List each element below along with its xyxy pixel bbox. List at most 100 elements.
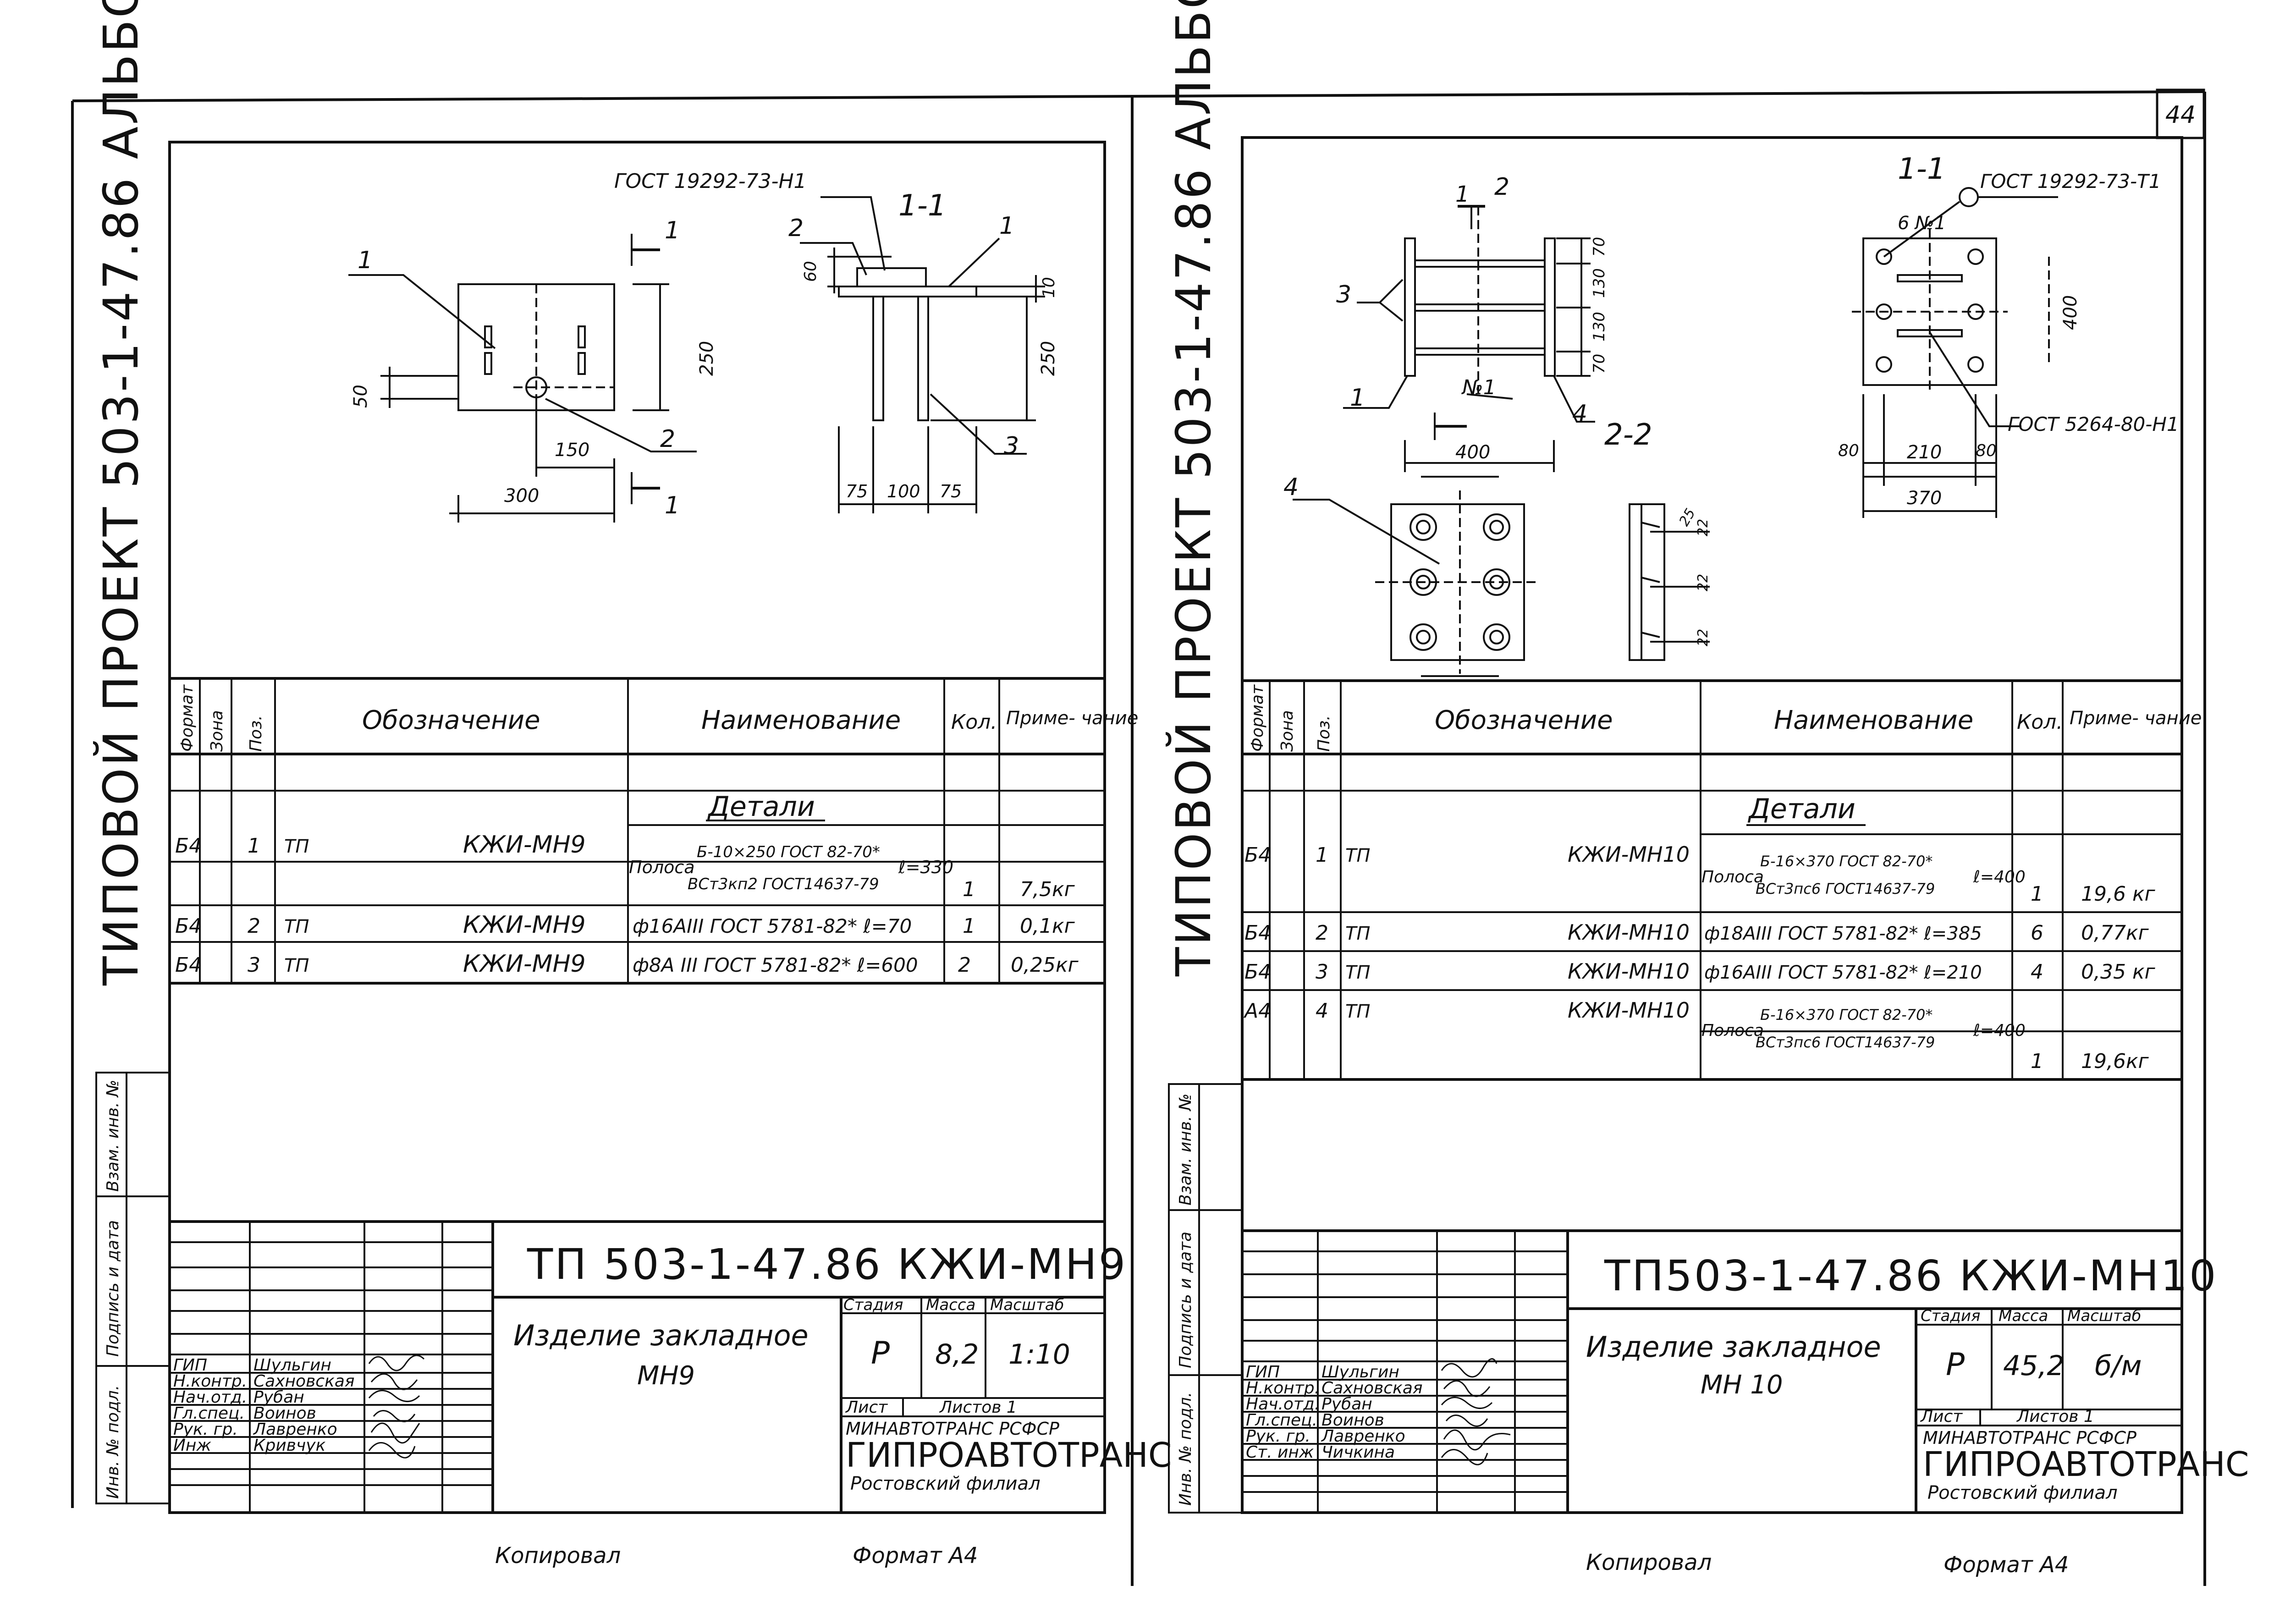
left-handwritten-signatures bbox=[368, 1354, 425, 1459]
text-sheets-0-spec_rows-0-length: ℓ=330 bbox=[898, 857, 953, 877]
right-doc-code: ТП503-1-47.86 КЖИ-МН10 bbox=[1604, 1251, 2218, 1300]
text-sheets-1-spec_rows-1-qty: 6 bbox=[2031, 921, 2043, 945]
left-dim-50: 50 bbox=[350, 385, 371, 408]
right-title-line1: Изделие закладное bbox=[1586, 1330, 1881, 1364]
left-spec-row-3: Б4 3 ТП КЖИ-МН9 ф8А III ГОСТ 5781-82* ℓ=… bbox=[175, 950, 1079, 978]
text-sheets-1-spec_rows-0-pos: 1 bbox=[1316, 843, 1328, 867]
left-sheets-label: Листов 1 bbox=[939, 1398, 1017, 1417]
left-th-pos: Поз. bbox=[247, 715, 265, 752]
left-spec-row-1: Б4 1 ТП КЖИ-МН9 Полоса Б-10×250 ГОСТ 82-… bbox=[175, 831, 1075, 901]
text-sheets-0-title_block-roles-5: Инж bbox=[173, 1436, 211, 1455]
right-handwritten-signatures bbox=[1441, 1358, 1511, 1465]
left-sheet: ТИПОВОЙ ПРОЕКТ 503-1-47.86 АЛЬБОМ III Вз… bbox=[71, 0, 1172, 1586]
text-sheets-1-spec_rows-3-note: 19,6кг bbox=[2081, 1050, 2149, 1073]
left-th-name: Наименование bbox=[701, 705, 901, 735]
left-title-line1: Изделие закладное bbox=[513, 1319, 809, 1352]
right-spec-row-2: Б4 2 ТП КЖИ-МН10 ф18АIII ГОСТ 5781-82* ℓ… bbox=[1244, 920, 2149, 945]
text-sheets-0-title_block-names-3: Воинов bbox=[253, 1404, 316, 1423]
left-scale: 1:10 bbox=[1008, 1338, 1070, 1371]
right-weld-top: 6 №1 bbox=[1898, 213, 1946, 234]
right-dim-22c: 22 bbox=[1695, 629, 1711, 646]
left-dim-150: 150 bbox=[555, 440, 589, 461]
text-sheets-1-spec_rows-2-note: 0,35 кг bbox=[2081, 960, 2156, 984]
left-dim-10: 10 bbox=[1040, 277, 1058, 298]
text-sheets-1-title_block-roles-2: Нач.отд. bbox=[1246, 1395, 1320, 1414]
left-stage-label: Стадия bbox=[843, 1296, 903, 1314]
right-title-block-grid bbox=[1242, 1229, 2182, 1513]
text-sheets-1-spec_rows-1-format: Б4 bbox=[1244, 921, 1271, 945]
text-sheets-0-spec_rows-0-code: КЖИ-МН9 bbox=[463, 831, 586, 859]
right-spec-row-1: Б4 1 ТП КЖИ-МН10 Полоса Б-16×370 ГОСТ 82… bbox=[1244, 842, 2156, 906]
right-side-label-replace: Взам. инв. № bbox=[1176, 1094, 1195, 1206]
text-sheets-0-spec_rows-0-name_prefix: Полоса bbox=[629, 857, 695, 877]
text-sheets-0-spec_rows-2-note: 0,25кг bbox=[1011, 953, 1079, 977]
text-sheets-0-spec_rows-2-format: Б4 bbox=[175, 953, 202, 977]
left-sec-pos2: 2 bbox=[788, 215, 804, 242]
text-sheets-0-title_block-roles-0: ГИП bbox=[173, 1356, 207, 1375]
text-sheets-1-title_block-names-1: Сахновская bbox=[1321, 1379, 1423, 1398]
left-dim-75b: 75 bbox=[940, 481, 962, 501]
text-sheets-1-spec_rows-3-name_prefix: Полоса bbox=[1701, 1021, 1764, 1040]
left-spec-section: Детали bbox=[707, 791, 815, 823]
left-pos2-plan: 2 bbox=[660, 425, 675, 453]
text-sheets-1-spec_rows-0-format: Б4 bbox=[1244, 843, 1271, 867]
right-signature-names: Шульгин Сахновская Рубан Воинов Лавренко… bbox=[1321, 1363, 1423, 1462]
left-label-gost-top: ГОСТ 19292-73-Н1 bbox=[614, 170, 807, 193]
left-dim-300: 300 bbox=[504, 485, 539, 506]
left-plan-view bbox=[348, 234, 697, 523]
text-sheets-1-spec_rows-1-code: КЖИ-МН10 bbox=[1568, 920, 1690, 945]
right-gost-top: ГОСТ 19292-73-Т1 bbox=[1980, 170, 2161, 193]
left-th-qty: Кол. bbox=[951, 710, 997, 734]
text-sheets-0-spec_rows-2-qty: 2 bbox=[958, 953, 971, 977]
right-th-format: Формат bbox=[1248, 684, 1267, 752]
left-title-line2: МН9 bbox=[637, 1361, 695, 1391]
right-side-stamp: Взам. инв. № Подпись и дата Инв. № подл. bbox=[1168, 1083, 1243, 1514]
text-sheets-0-title_block-roles-4: Рук. гр. bbox=[173, 1420, 238, 1439]
text-sheets-1-title_block-names-2: Рубан bbox=[1321, 1395, 1372, 1414]
text-sheets-1-spec_rows-1-tp: ТП bbox=[1345, 923, 1371, 944]
text-sheets-0-title_block-roles-3: Гл.спец. bbox=[173, 1404, 245, 1423]
text-sheets-1-spec_rows-3-length: ℓ=400 bbox=[1973, 1021, 2026, 1040]
text-sheets-0-title_block-names-4: Лавренко bbox=[253, 1420, 337, 1439]
text-sheets-0-title_block-names-5: Кривчук bbox=[253, 1436, 326, 1455]
left-org3: Ростовский филиал bbox=[850, 1473, 1041, 1494]
text-sheets-1-spec_rows-2-name: ф16АIII ГОСТ 5781-82* ℓ=210 bbox=[1704, 962, 1982, 983]
text-sheets-1-spec_rows-2-pos: 3 bbox=[1316, 960, 1328, 984]
left-th-designation: Обозначение bbox=[362, 705, 540, 735]
right-org3: Ростовский филиал bbox=[1927, 1482, 2118, 1503]
text-sheets-1-spec_rows-2-qty: 4 bbox=[2031, 960, 2043, 984]
text-sheets-0-spec_rows-1-note: 0,1кг bbox=[1020, 914, 1075, 938]
left-dim-60: 60 bbox=[801, 261, 820, 282]
text-sheets-1-spec_rows-1-note: 0,77кг bbox=[2081, 921, 2149, 945]
right-spec-row-4: А4 4 ТП КЖИ-МН10 Полоса Б-16×370 ГОСТ 82… bbox=[1243, 998, 2149, 1073]
left-title-block-grid bbox=[170, 1220, 1105, 1513]
right-th-zone: Зона bbox=[1278, 710, 1297, 752]
text-sheets-1-spec_rows-3-pos: 4 bbox=[1316, 999, 1328, 1023]
right-footer-copy: Копировал bbox=[1586, 1550, 1712, 1575]
text-sheets-1-spec_rows-0-note: 19,6 кг bbox=[2081, 882, 2156, 906]
right-footer-format: Формат А4 bbox=[1944, 1552, 2069, 1578]
text-sheets-0-title_block-roles-2: Нач.отд. bbox=[173, 1388, 247, 1407]
text-sheets-1-title_block-names-3: Воинов bbox=[1321, 1411, 1384, 1430]
right-pos4: 4 bbox=[1572, 400, 1587, 428]
text-sheets-0-spec_rows-1-pos: 2 bbox=[248, 914, 260, 938]
left-sheet-label: Лист bbox=[845, 1398, 888, 1417]
right-stage: Р bbox=[1946, 1347, 1965, 1383]
text-sheets-1-spec_rows-0-length: ℓ=400 bbox=[1973, 868, 2026, 886]
right-sheet: ТИПОВОЙ ПРОЕКТ 503-1-47.86 АЛЬБОМ III Вз… bbox=[1132, 0, 2249, 1586]
left-mass-label: Масса bbox=[926, 1296, 975, 1314]
text-sheets-0-spec_rows-1-format: Б4 bbox=[175, 914, 202, 938]
left-scale-label: Масштаб bbox=[990, 1296, 1064, 1314]
text-sheets-1-spec_rows-0-code: КЖИ-МН10 bbox=[1568, 842, 1690, 867]
text-sheets-1-spec_rows-3-qty: 1 bbox=[2031, 1050, 2043, 1073]
text-sheets-1-spec_rows-1-name: ф18АIII ГОСТ 5781-82* ℓ=385 bbox=[1704, 923, 1982, 944]
right-pos3: 3 bbox=[1336, 281, 1351, 308]
text-sheets-1-spec_rows-2-format: Б4 bbox=[1244, 960, 1271, 984]
right-dim-80b: 80 bbox=[1976, 441, 1997, 460]
page-number: 44 bbox=[2165, 101, 2196, 129]
left-sec-pos1: 1 bbox=[999, 212, 1014, 240]
text-sheets-1-spec_rows-3-tp: ТП bbox=[1345, 1001, 1371, 1022]
right-th-qty: Кол. bbox=[2017, 710, 2063, 734]
left-cut-mark-bottom: 1 bbox=[665, 492, 680, 519]
left-footer-format: Формат А4 bbox=[853, 1543, 978, 1569]
